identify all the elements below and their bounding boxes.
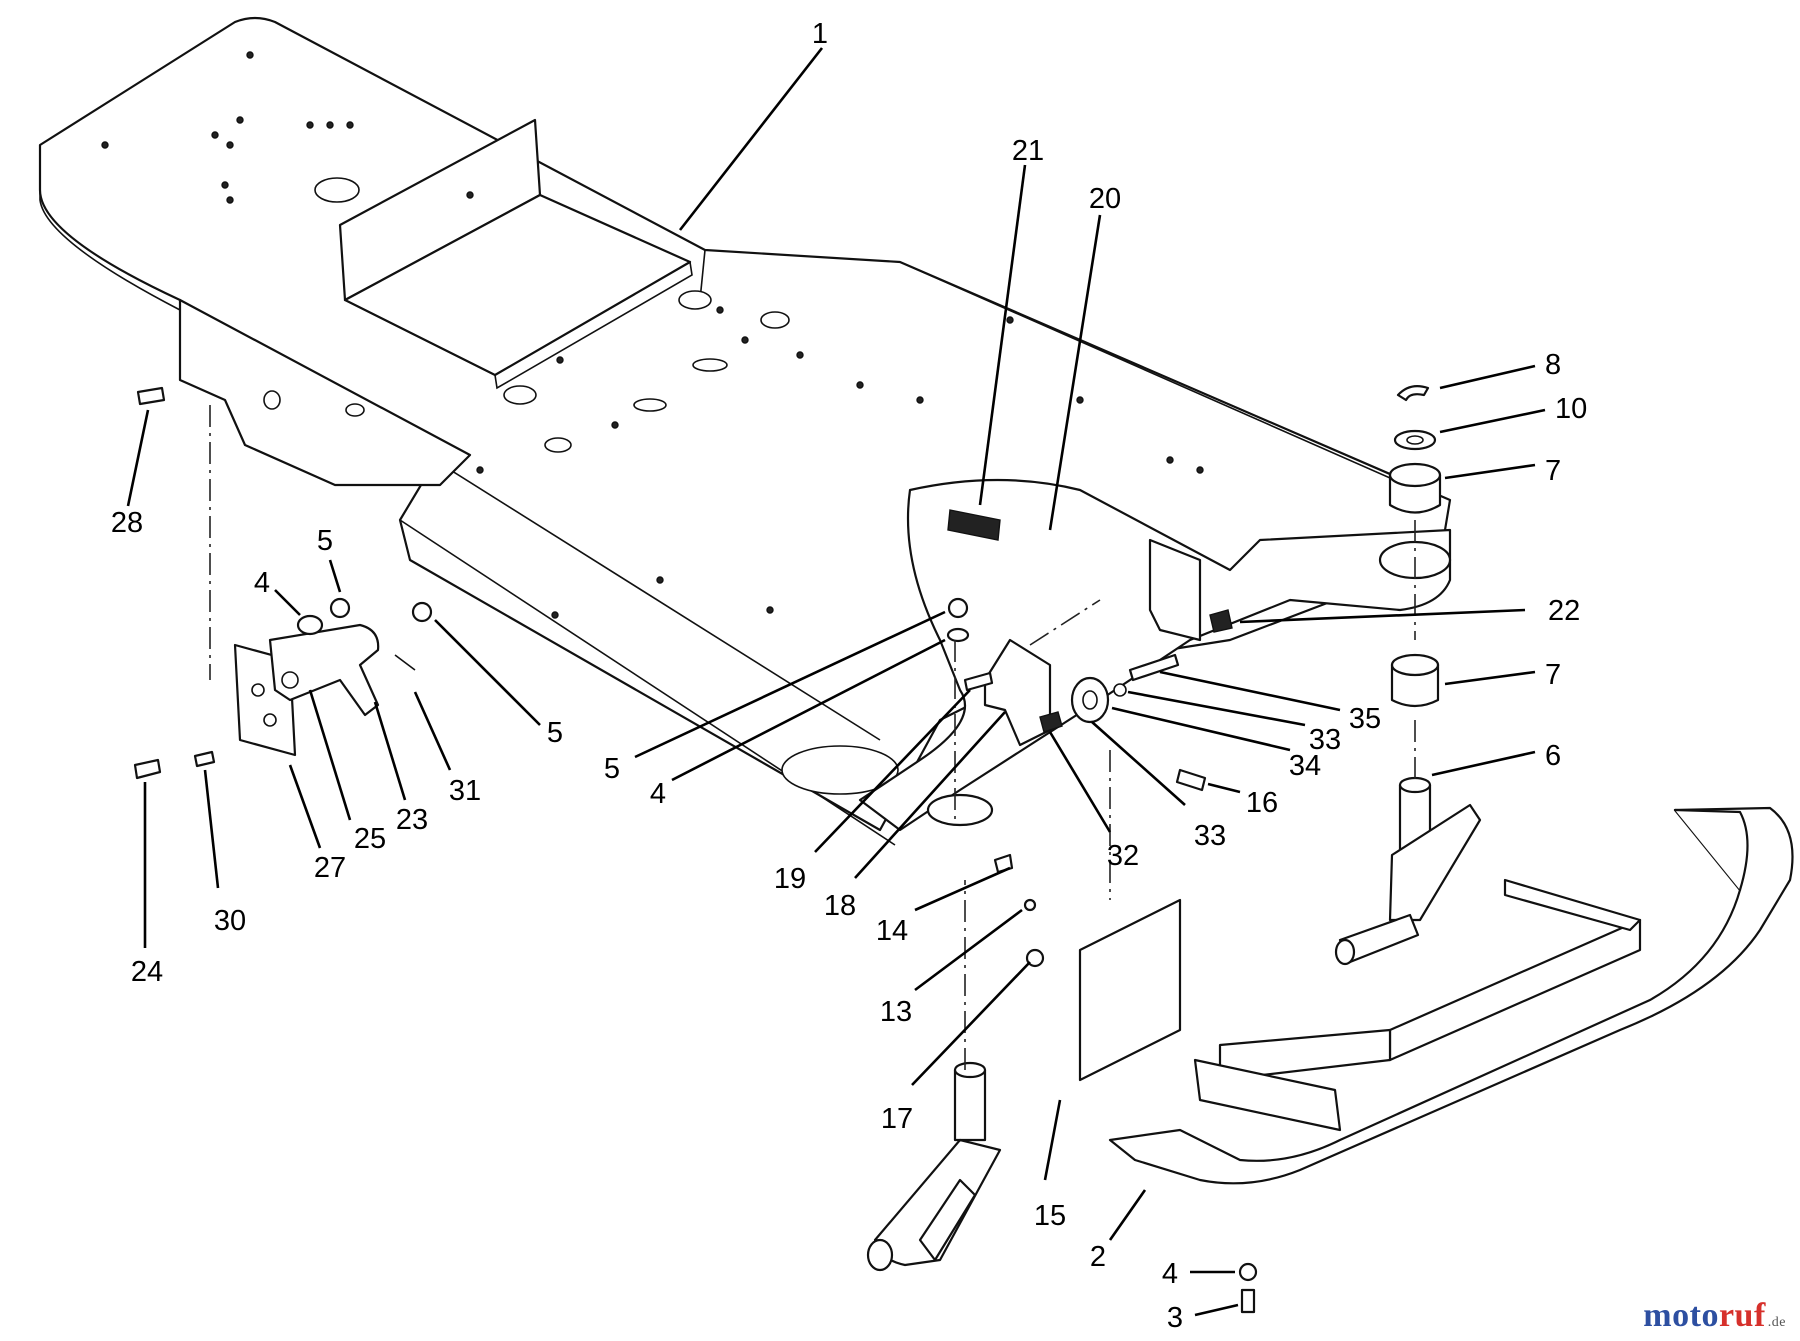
hitch-assembly bbox=[133, 386, 433, 780]
callout-31: 31 bbox=[449, 775, 481, 807]
watermark-part-a: moto bbox=[1643, 1297, 1719, 1334]
callout-24: 24 bbox=[131, 956, 163, 988]
callout-27: 27 bbox=[314, 852, 346, 884]
callout-15: 15 bbox=[1034, 1200, 1066, 1232]
callout-8: 8 bbox=[1545, 349, 1561, 381]
watermark-part-b: ruf bbox=[1718, 1297, 1766, 1334]
callout-5-top: 5 bbox=[317, 525, 333, 557]
callout-32: 32 bbox=[1107, 840, 1139, 872]
callout-6: 6 bbox=[1545, 740, 1561, 772]
callout-18: 18 bbox=[824, 890, 856, 922]
callout-10: 10 bbox=[1555, 393, 1587, 425]
callout-13: 13 bbox=[880, 996, 912, 1028]
watermark-part-c: .de bbox=[1767, 1315, 1786, 1330]
callout-17: 17 bbox=[881, 1103, 913, 1135]
callout-22: 22 bbox=[1548, 595, 1580, 627]
callout-5-center: 5 bbox=[604, 753, 620, 785]
callout-25: 25 bbox=[354, 823, 386, 855]
callout-23: 23 bbox=[396, 804, 428, 836]
callout-20: 20 bbox=[1089, 183, 1121, 215]
callout-21: 21 bbox=[1012, 135, 1044, 167]
callout-28: 28 bbox=[111, 507, 143, 539]
callout-34: 34 bbox=[1289, 750, 1321, 782]
front-bumper bbox=[1108, 806, 1794, 1314]
callout-4-left: 4 bbox=[254, 567, 270, 599]
callout-19: 19 bbox=[774, 863, 806, 895]
callout-4-bottom: 4 bbox=[1162, 1258, 1178, 1290]
callout-35: 35 bbox=[1349, 703, 1381, 735]
callout-5-right: 5 bbox=[547, 717, 563, 749]
axle-pivot bbox=[858, 385, 1482, 966]
callout-14: 14 bbox=[876, 915, 908, 947]
callout-16: 16 bbox=[1246, 787, 1278, 819]
callout-1: 1 bbox=[812, 18, 828, 50]
callout-33-lower: 33 bbox=[1194, 820, 1226, 852]
watermark-logo: motoruf.de bbox=[1643, 1297, 1786, 1335]
callout-30: 30 bbox=[214, 905, 246, 937]
frame-dots bbox=[101, 51, 1204, 619]
callouts: 1 21 20 8 10 7 28 5 4 5 22 7 35 5 4 33 6 bbox=[111, 18, 1587, 1334]
callout-2: 2 bbox=[1090, 1241, 1106, 1273]
callout-7: 7 bbox=[1545, 455, 1561, 487]
callout-7-lower: 7 bbox=[1545, 659, 1561, 691]
callout-4-center: 4 bbox=[650, 778, 666, 810]
callout-3: 3 bbox=[1167, 1302, 1183, 1334]
callout-33-right: 33 bbox=[1309, 724, 1341, 756]
